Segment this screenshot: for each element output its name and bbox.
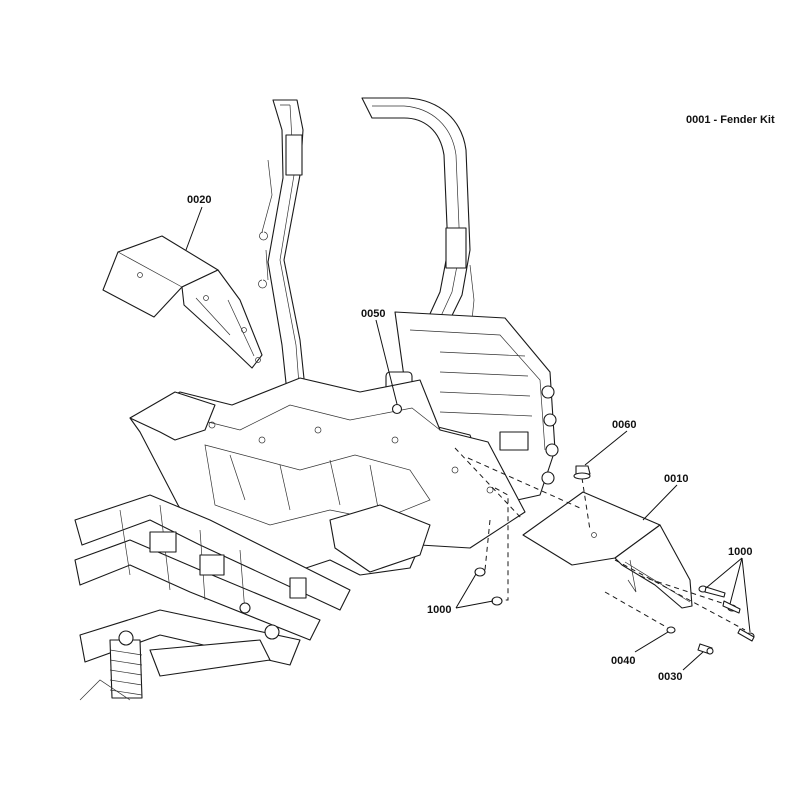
callout-1000-left: 1000: [427, 604, 451, 616]
leader-lines: [185, 206, 751, 671]
callout-1000-right: 1000: [728, 546, 752, 558]
callout-0010: 0010: [664, 473, 688, 485]
callouts: 0020 0050 0060 0010 1000 1000 0040 0030: [187, 194, 752, 683]
part-0020-fender-left: [102, 235, 263, 369]
callout-0040: 0040: [611, 655, 635, 667]
callout-0060: 0060: [612, 419, 636, 431]
kit-title: 0001 - Fender Kit: [686, 114, 775, 126]
part-0010-fender-right: [522, 491, 693, 609]
callout-0050: 0050: [361, 308, 385, 320]
tractor-frame-drawing: [74, 97, 559, 701]
callout-0020: 0020: [187, 194, 211, 206]
hardware: [391, 403, 755, 655]
callout-0030: 0030: [658, 671, 682, 683]
